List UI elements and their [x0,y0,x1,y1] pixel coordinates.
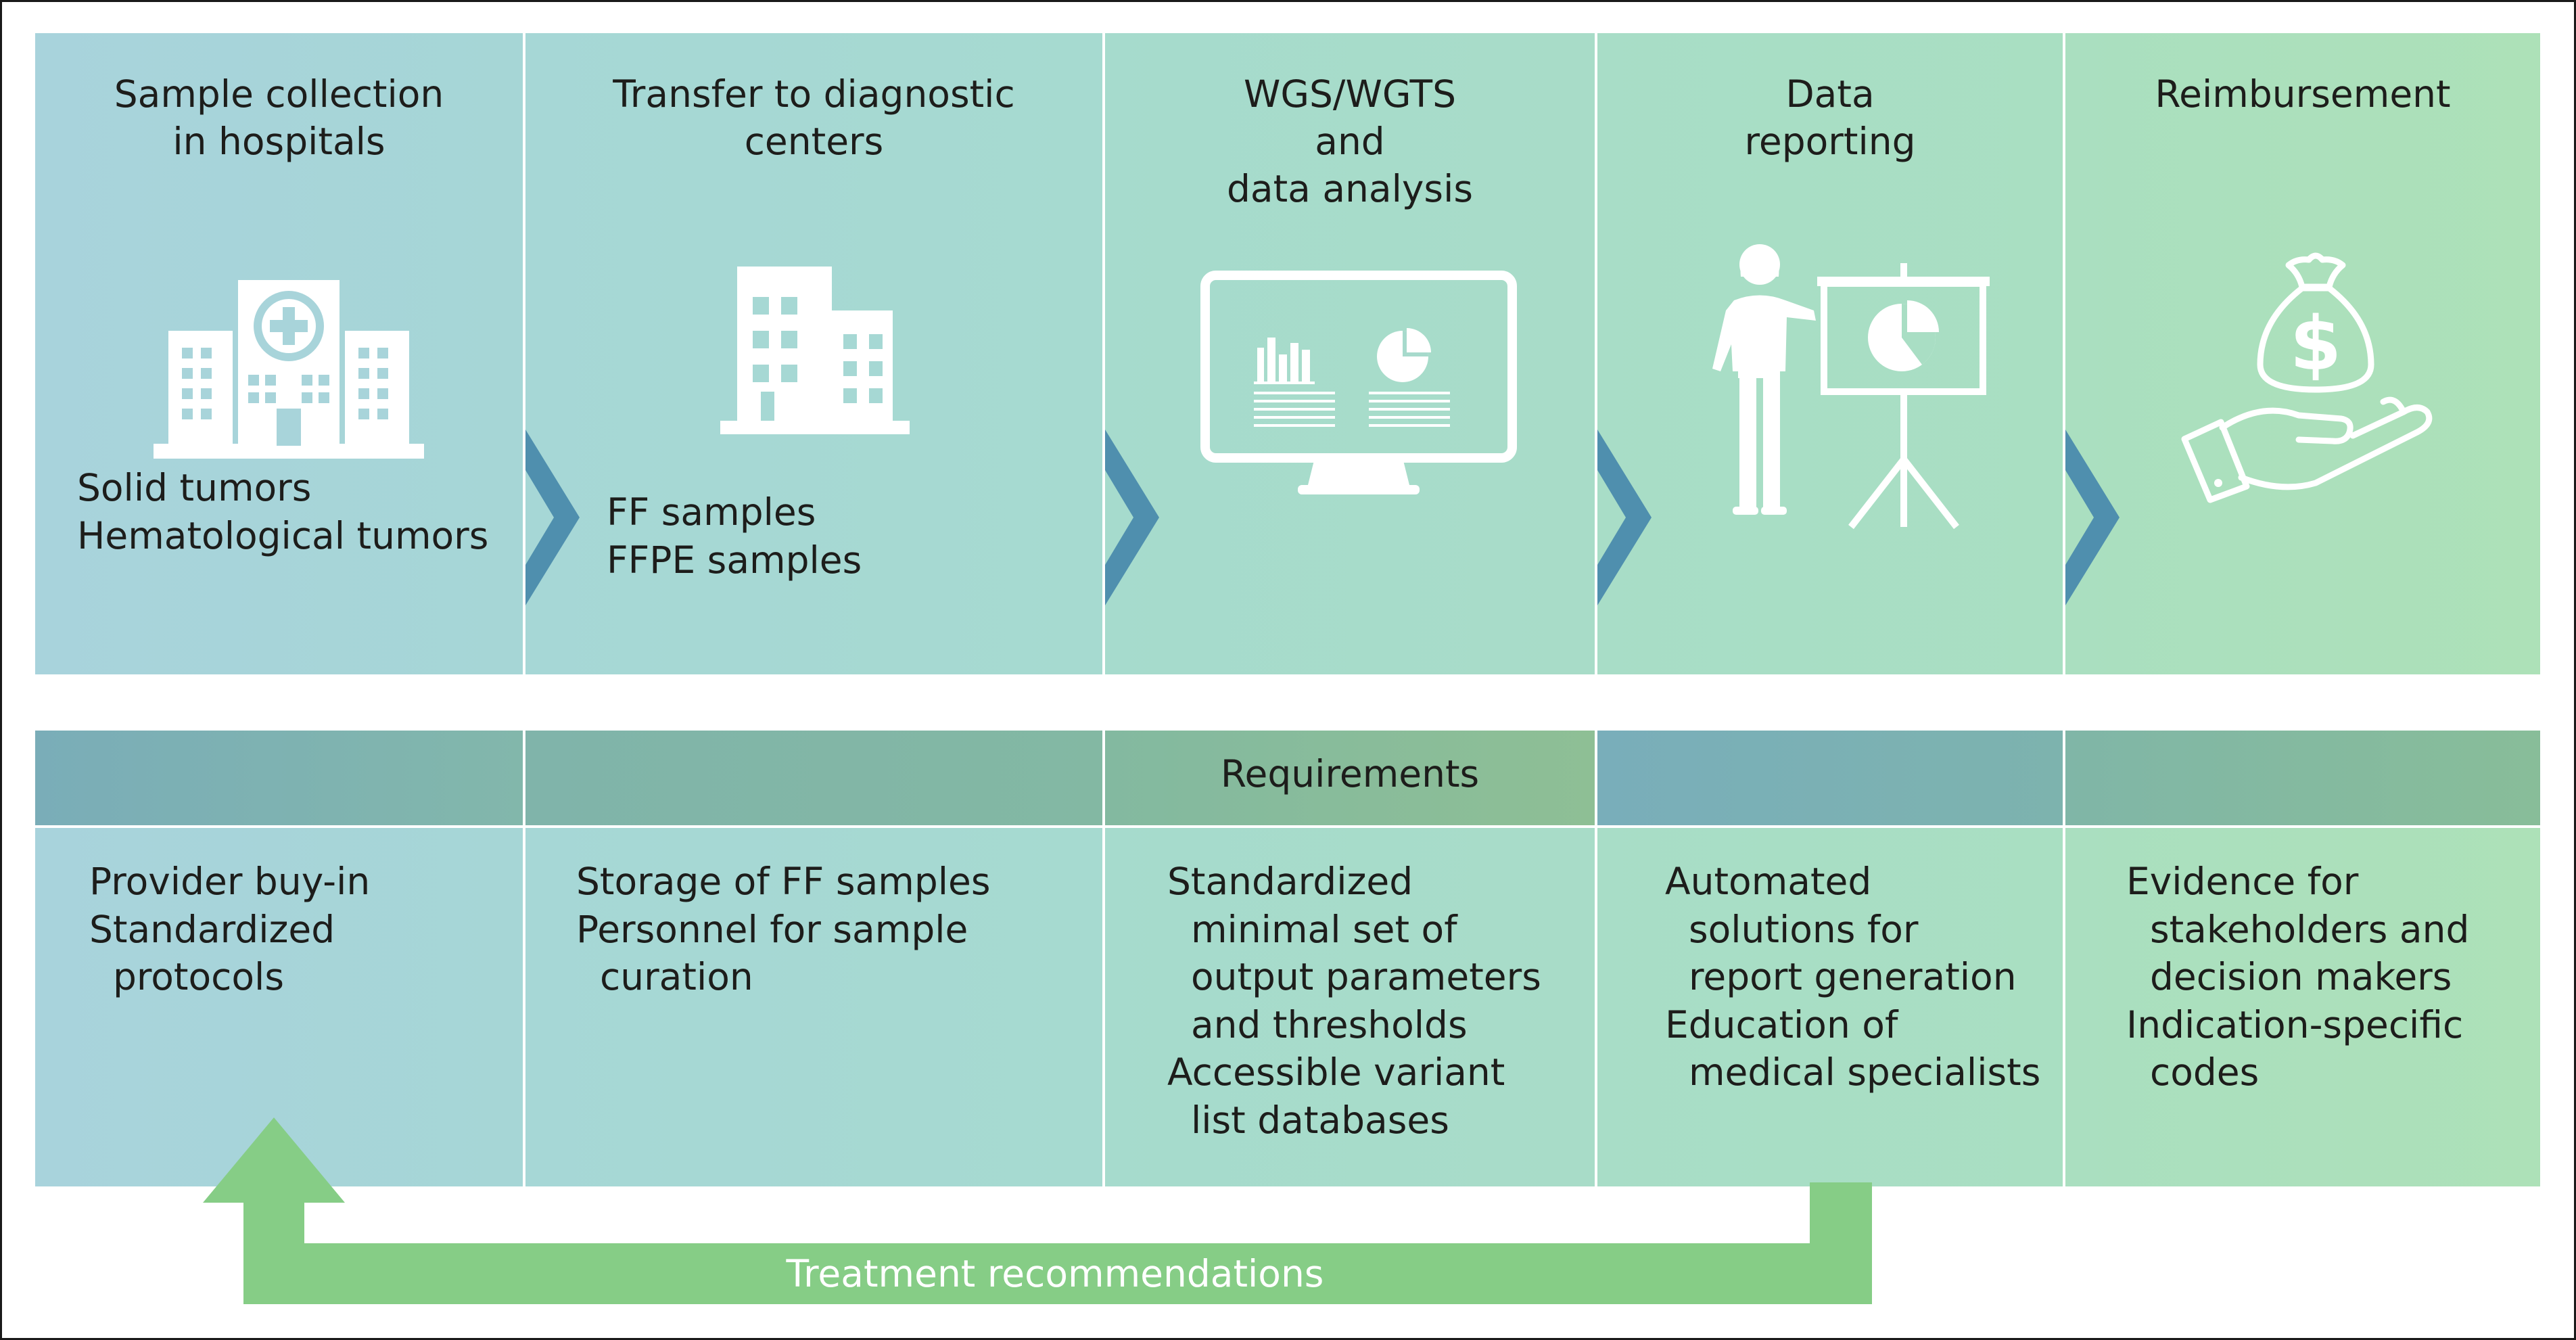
stage-reimbursement: Reimbursement $ [2065,33,2540,674]
requirement-text: Storage of FF samples Personnel for samp… [576,860,991,998]
stage-sample-collection: Sample collection in hospitals So [35,33,523,674]
flow-arrow-4 [2065,430,2120,605]
stage-title: WGS/WGTS and data analysis [1226,72,1474,210]
requirement-text: Evidence for stakeholders and decision m… [2126,860,2470,1094]
flow-arrow-1 [525,430,580,605]
requirements-band [35,731,523,825]
feedback-label: Treatment recommendations [786,1252,1324,1295]
hospital-icon [154,280,424,459]
flow-arrow-2 [1105,430,1159,605]
stage-title: Sample collection in hospitals [114,72,444,163]
stage-transfer: Transfer to diagnostic centers FF sample… [525,33,1102,674]
requirement-text: Standardized minimal set of output param… [1167,860,1541,1142]
requirements-title: Requirements [1220,752,1480,795]
presenter-icon [1712,244,1990,530]
requirements-band [1597,731,2063,825]
money-bag-hand-icon: $ [2181,252,2433,503]
requirement-box [2065,828,2540,1186]
stage-data-reporting: Data reporting [1597,33,2063,674]
requirements-band [2065,731,2540,825]
svg-text:$: $ [2290,300,2342,387]
stage-items: Solid tumors Hematological tumors [77,466,489,557]
flow-arrow-3 [1597,430,1652,605]
stage-sequencing: WGS/WGTS and data analysis [1105,33,1595,674]
requirement-text: Provider buy-in Standardized protocols [89,860,371,998]
requirements-band [525,731,1102,825]
requirement-text: Automated solutions for report generatio… [1665,860,2041,1094]
stage-title: Data reporting [1744,72,1916,163]
monitor-analytics-icon [1200,271,1517,494]
building-icon [720,267,910,434]
stage-items: FF samples FFPE samples [607,490,862,582]
stage-title: Transfer to diagnostic centers [613,72,1015,163]
requirements-band [1105,731,1595,825]
stage-title: Reimbursement [2155,72,2451,116]
